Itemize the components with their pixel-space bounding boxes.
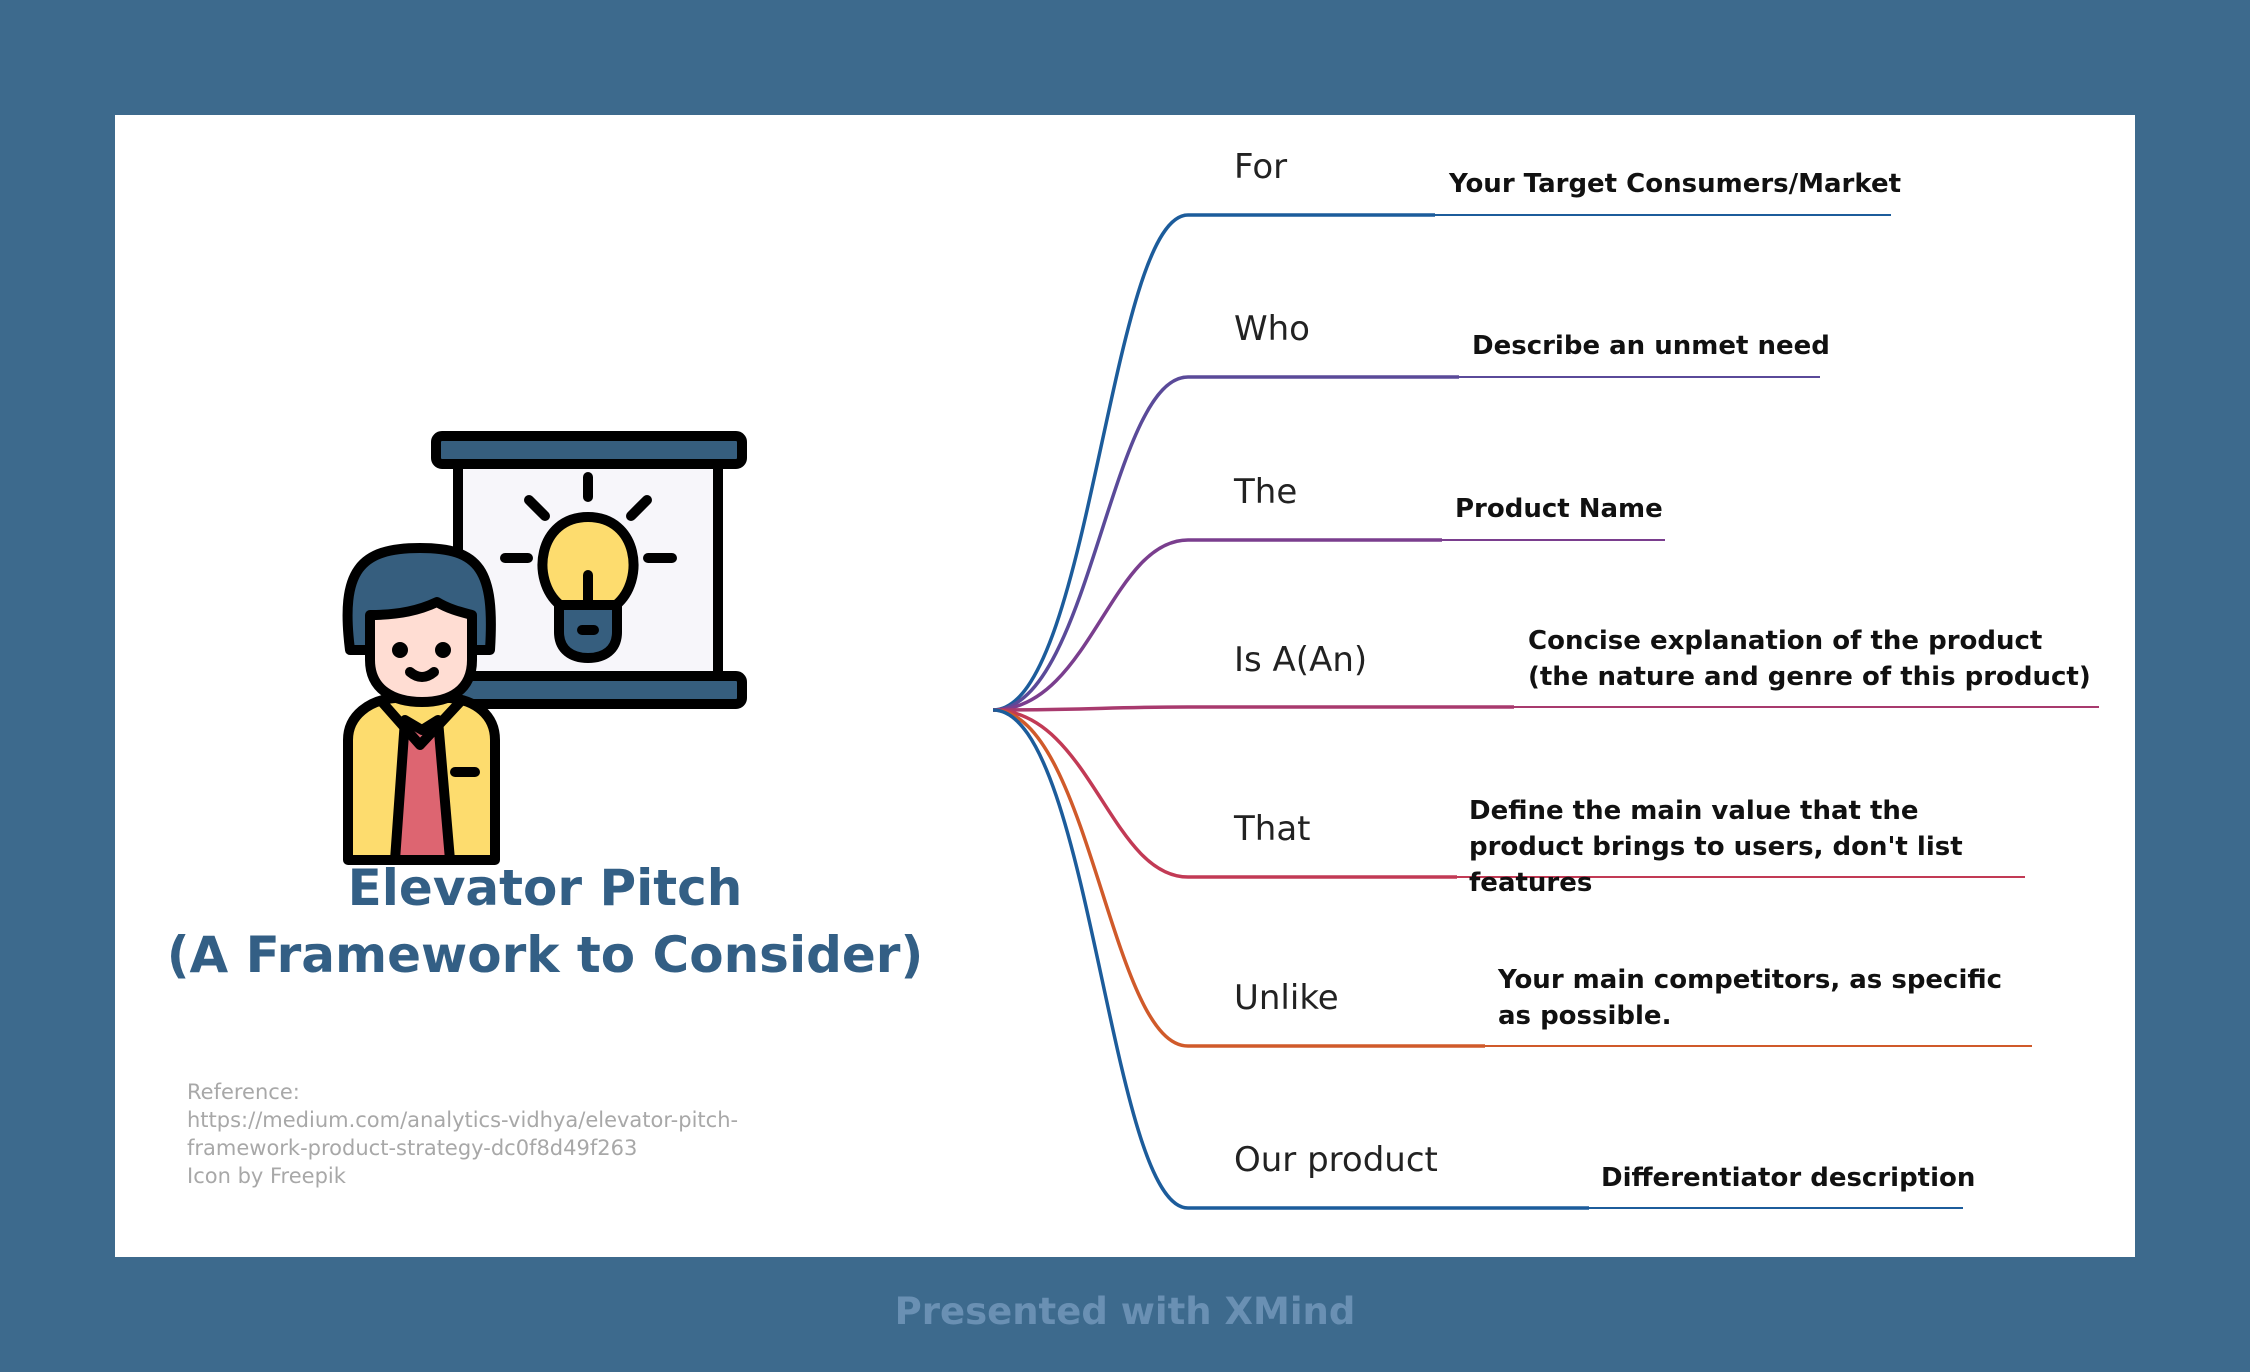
subtopic-description[interactable]: Differentiator description	[1601, 1163, 1976, 1193]
reference-link[interactable]: https://medium.com/analytics-vidhya/elev…	[187, 1108, 739, 1132]
branch-connector	[992, 708, 1589, 1210]
topic-label[interactable]: Who	[1234, 309, 1310, 349]
branch-connector	[992, 705, 1514, 712]
subtopic-description[interactable]: Concise explanation of the product (the …	[1528, 626, 2091, 692]
page-title: Elevator Pitch (A Framework to Consider)	[166, 859, 924, 984]
topic-label[interactable]: For	[1234, 147, 1288, 187]
branch-connector	[992, 538, 1442, 712]
reference-note: Reference: https://medium.com/analytics-…	[187, 1080, 739, 1188]
topic-label[interactable]: The	[1234, 472, 1298, 512]
topic-label[interactable]: Our product	[1234, 1140, 1438, 1180]
branch-connector	[992, 708, 1485, 1048]
subtopic-description[interactable]: Your Target Consumers/Market	[1449, 169, 1902, 199]
lightbulb-icon	[500, 472, 677, 663]
subtopic-description[interactable]: Product Name	[1455, 494, 1663, 524]
subtopic-description[interactable]: Define the main value that the product b…	[1469, 796, 1963, 898]
branch-connector	[992, 708, 1457, 879]
topic-label[interactable]: That	[1234, 809, 1311, 849]
subtopic-description[interactable]: Your main competitors, as specific as po…	[1498, 965, 2003, 1031]
reference-link[interactable]: framework-product-strategy-dc0f8d49f263	[187, 1136, 638, 1160]
topic-label[interactable]: Is A(An)	[1234, 640, 1368, 680]
branch-connector	[992, 375, 1459, 712]
branch-connector	[992, 213, 1435, 712]
person-icon	[342, 543, 500, 865]
topic-label[interactable]: Unlike	[1234, 978, 1339, 1018]
footer-credit: Presented with XMind	[894, 1290, 1356, 1333]
subtopic-description[interactable]: Describe an unmet need	[1472, 331, 1830, 361]
